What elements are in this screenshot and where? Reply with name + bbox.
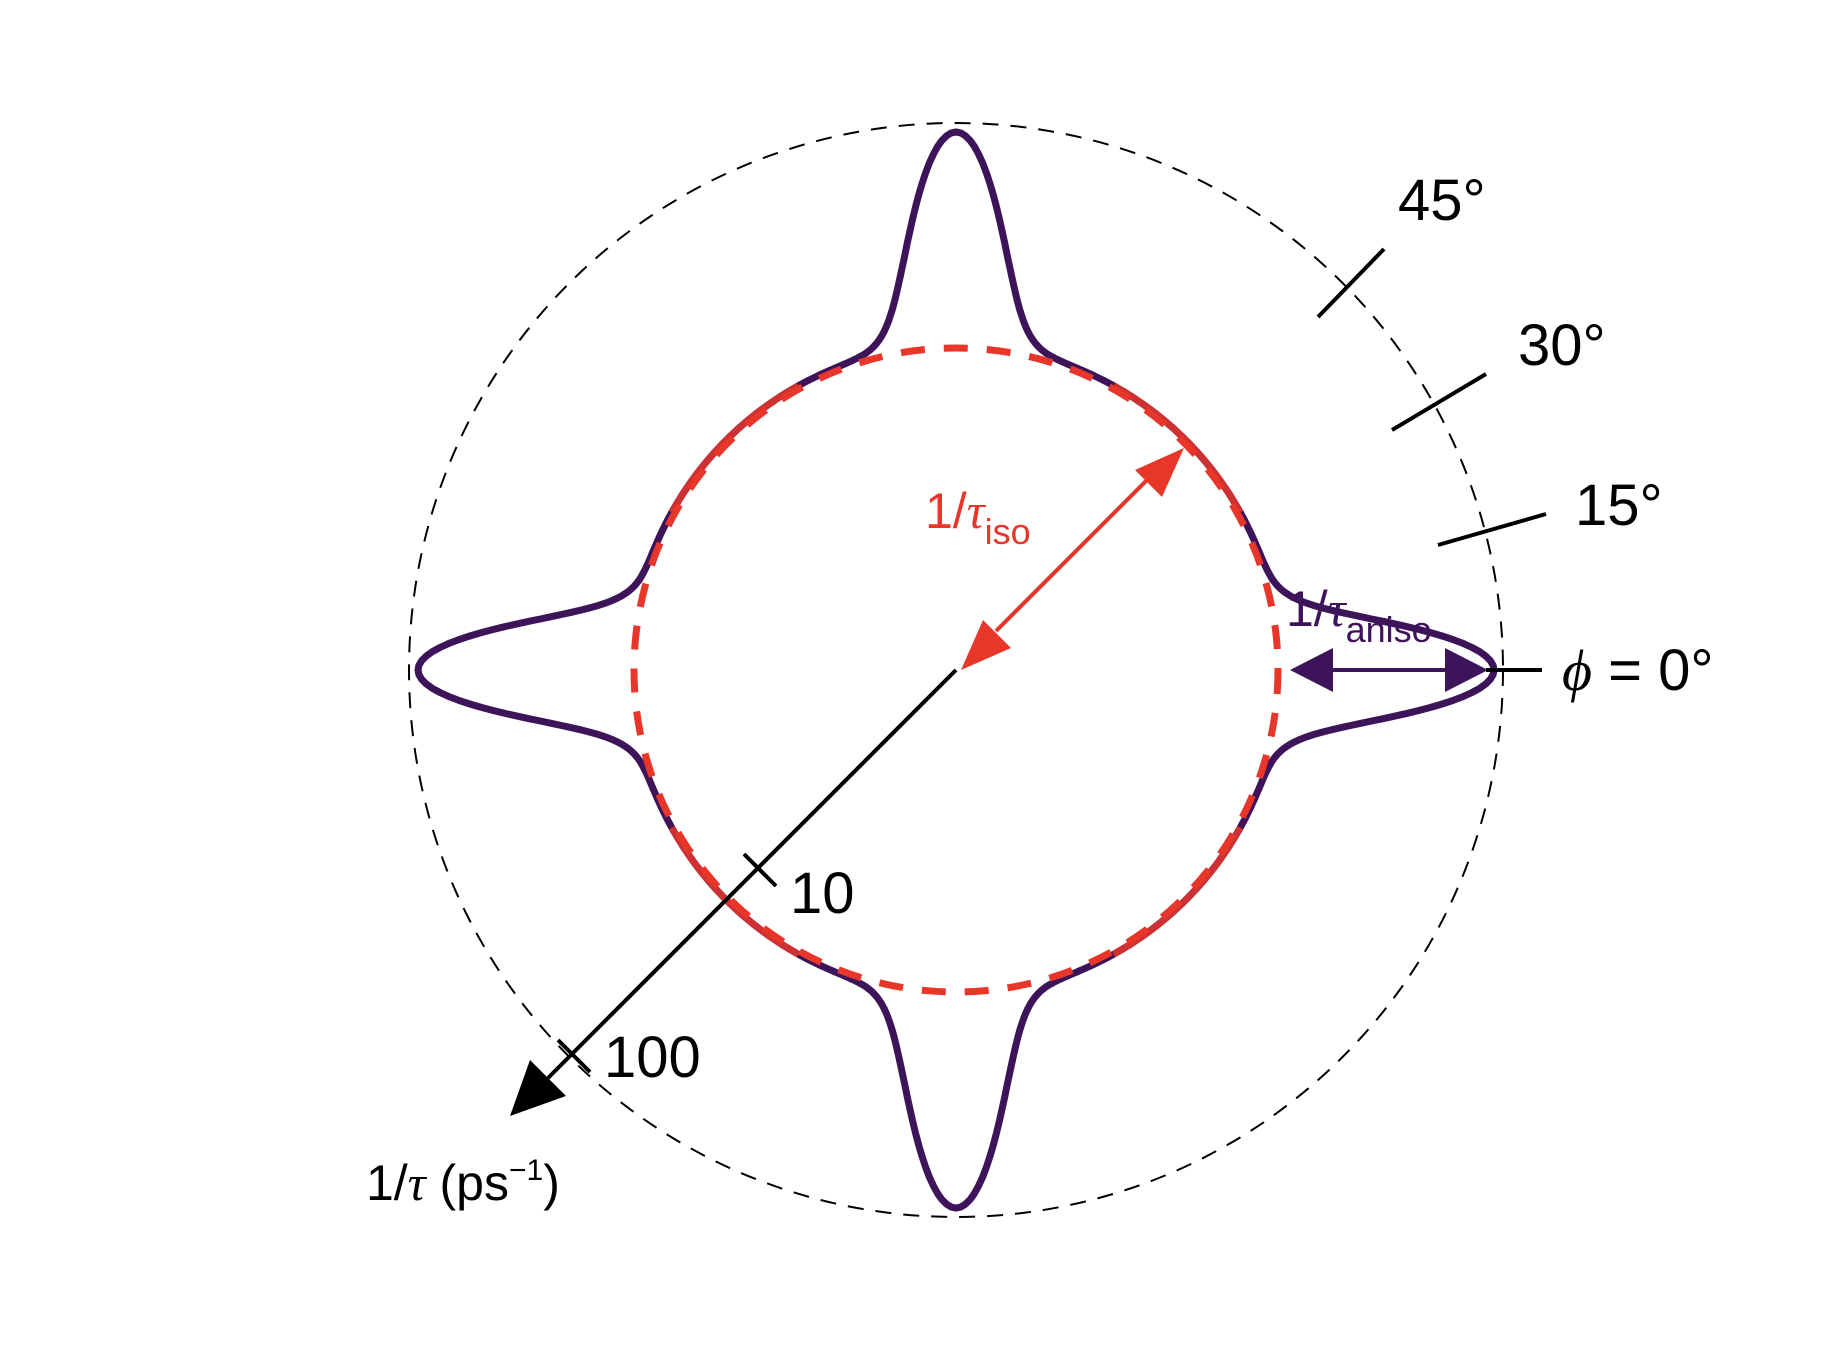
- angle-tick-15: [1437, 512, 1547, 547]
- iso-rate-label-symbol: τ: [967, 483, 987, 539]
- aniso-arrowhead-right: [1445, 648, 1488, 692]
- iso-rate-label-sub: iso: [985, 511, 1031, 552]
- curve-blend-segment-1: [668, 382, 801, 515]
- angle-tick-30: [1390, 372, 1488, 432]
- radial-axis-label-exponent: −1: [509, 1154, 543, 1187]
- aniso-rate-label-prefix: 1/: [1286, 581, 1328, 637]
- radial-axis-label-symbol: τ: [408, 1155, 428, 1211]
- angle-label-45: 45°: [1398, 168, 1486, 233]
- iso-arrowhead-outer: [1135, 448, 1184, 497]
- phi-symbol: ϕ: [1562, 638, 1592, 703]
- radial-axis-label-close: ): [543, 1155, 560, 1211]
- radial-axis-line: [546, 668, 958, 1080]
- aniso-rate-label-sub: aniso: [1346, 609, 1432, 650]
- angle-ticks: 15° 30° 45°: [1316, 168, 1663, 672]
- radial-axis-label-unit: (ps: [426, 1155, 509, 1211]
- aniso-rate-label: 1/τaniso: [1286, 581, 1432, 650]
- radial-axis-label: 1/τ (ps−1): [366, 1154, 560, 1211]
- radial-axis-label-prefix: 1/: [366, 1155, 408, 1211]
- radial-axis: 10 100: [510, 668, 958, 1116]
- aniso-rate-arrow: [1290, 648, 1488, 692]
- radial-tick-label-10: 10: [790, 861, 855, 926]
- iso-rate-label-prefix: 1/: [925, 483, 967, 539]
- isotropic-circle: [630, 344, 1282, 996]
- radial-tick-label-100: 100: [604, 1025, 701, 1090]
- phi-zero-label: ϕ = 0°: [1562, 638, 1714, 703]
- iso-arrowhead-inner: [961, 620, 1011, 670]
- iso-rate-label: 1/τiso: [925, 483, 1031, 552]
- aniso-arrowhead-left: [1290, 648, 1333, 692]
- radial-axis-arrowhead: [510, 1060, 566, 1116]
- radial-tick-10: [742, 852, 778, 888]
- radial-tick-100: [556, 1038, 592, 1074]
- angle-label-30: 30°: [1518, 313, 1606, 378]
- phi-equals-zero: = 0°: [1592, 638, 1714, 703]
- angle-label-15: 15°: [1575, 473, 1663, 538]
- iso-rate-arrow: [961, 448, 1184, 670]
- aniso-rate-label-symbol: τ: [1328, 581, 1348, 637]
- angle-tick-45: [1316, 247, 1386, 319]
